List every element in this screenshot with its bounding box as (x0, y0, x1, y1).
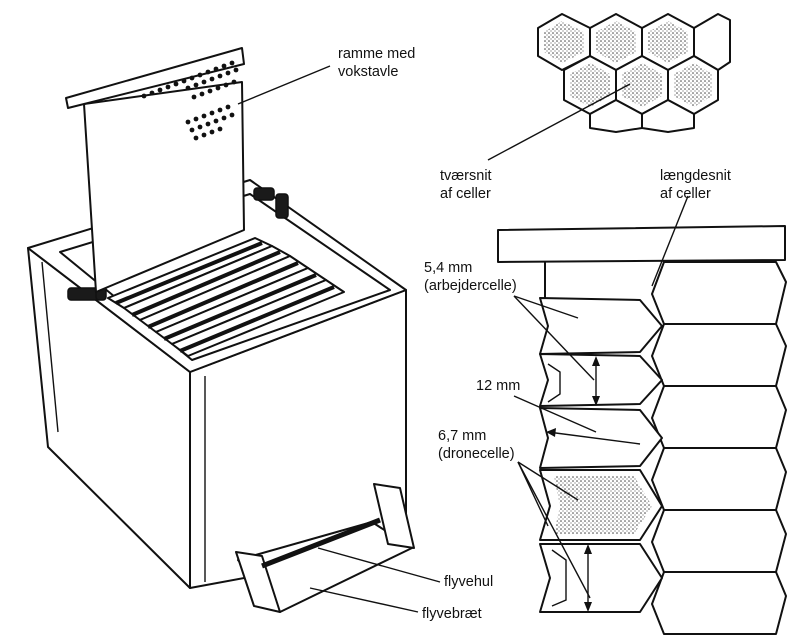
frame-label-line1: ramme med (338, 46, 415, 62)
longitudinal-section (497, 225, 787, 635)
measure-arrows (546, 356, 641, 612)
drone-cell-label-line1: 6,7 mm (438, 428, 486, 444)
worker-cell-3 (539, 407, 663, 469)
labels: ramme med vokstavle tværsnit af celler l… (338, 46, 731, 622)
right-cells (651, 261, 787, 635)
landing-board-label: flyvebræt (422, 606, 482, 622)
left-cells (539, 297, 663, 613)
depth-label: 12 mm (476, 378, 520, 394)
wax-cells-dots (141, 60, 239, 141)
frame-with-wax (65, 47, 245, 293)
drone-cell-label-line2: (dronecelle) (438, 446, 515, 462)
frame-label-line2: vokstavle (338, 64, 398, 80)
honeycomb-cross-section (537, 13, 731, 133)
entrance-label: flyvehul (444, 574, 493, 590)
top-bar-section (497, 225, 786, 263)
worker-cell-label-line2: (arbejdercelle) (424, 278, 517, 294)
cross-section-label-line1: tværsnit (440, 168, 492, 184)
leader-lines (237, 65, 689, 613)
worker-cell-2 (539, 353, 663, 407)
worker-cell-1 (539, 297, 663, 355)
frame-rest-right (253, 187, 289, 219)
cross-section-label-line2: af celler (440, 186, 491, 202)
landing-board (235, 483, 415, 613)
worker-cell-label-line1: 5,4 mm (424, 260, 472, 276)
entrance-slot (261, 517, 381, 569)
longitudinal-label-line1: længdesnit (660, 168, 731, 184)
hive-box (27, 47, 415, 613)
top-bars (107, 237, 345, 357)
longitudinal-label-line2: af celler (660, 186, 711, 202)
